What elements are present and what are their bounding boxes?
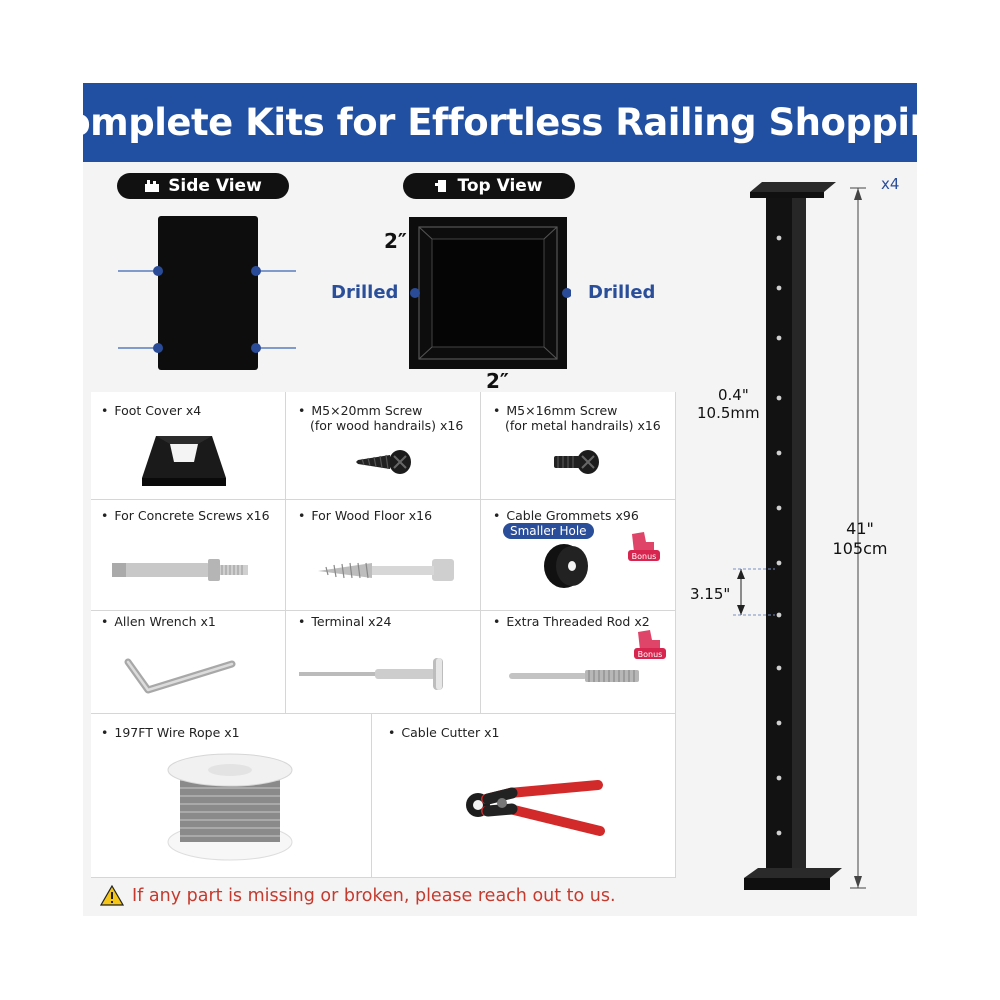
part-label-allen-wrench: •Allen Wrench x1: [101, 614, 216, 629]
top-view-drawing: [409, 217, 571, 369]
part-cell-wood-floor: [286, 500, 481, 611]
concrete-screw-image: [112, 559, 248, 581]
side-view-label: Side View: [117, 173, 289, 199]
part-cell-terminal: [286, 611, 481, 714]
warning-icon: [100, 885, 124, 906]
threaded-rod-image: [509, 670, 639, 682]
spacing-dimension-line: [733, 568, 775, 616]
side-view-icon: [145, 180, 160, 192]
part-label-cable-cutter: •Cable Cutter x1: [388, 725, 500, 740]
drilled-right-label: Drilled: [588, 282, 656, 303]
part-cell-screw-wood: [286, 392, 481, 500]
svg-text:Bonus: Bonus: [638, 650, 663, 659]
part-label-wire-rope: •197FT Wire Rope x1: [101, 725, 240, 740]
notice-text: If any part is missing or broken, please…: [132, 885, 616, 906]
wire-rope-spool-image: [167, 753, 293, 861]
top-dim-bottom: 2″: [486, 369, 509, 393]
grommet-image: [544, 544, 588, 588]
top-dim-left: 2″: [384, 229, 407, 253]
post-height-cm: 105cm: [832, 539, 888, 558]
smaller-hole-badge: Smaller Hole: [503, 523, 594, 539]
post-quantity: x4: [881, 175, 900, 193]
hole-spacing: 3.15": [690, 585, 731, 603]
svg-text:Bonus: Bonus: [632, 552, 657, 561]
part-label-grommets: •Cable Grommets x96: [493, 508, 639, 523]
hole-size-in: 0.4": [718, 386, 749, 404]
top-view-text: Top View: [457, 176, 543, 196]
post-height-in: 41": [846, 519, 874, 538]
part-cell-threaded-rod: [481, 611, 676, 714]
top-view-icon: [435, 180, 447, 192]
foot-cover-image: [142, 436, 226, 486]
allen-wrench-image: [124, 658, 236, 694]
bonus-badge-grommets: Bonus: [628, 532, 660, 561]
missing-parts-notice: If any part is missing or broken, please…: [100, 885, 616, 906]
part-label-concrete-screws: •For Concrete Screws x16: [101, 508, 270, 523]
part-cell-concrete-screws: [91, 500, 286, 611]
side-view-text: Side View: [168, 176, 262, 196]
part-cell-screw-metal: [481, 392, 676, 500]
height-dimension-line: [850, 187, 866, 889]
terminal-image: [299, 658, 443, 690]
cable-cutter-image: [466, 780, 605, 836]
part-label-screw-wood: •M5×20mm Screw (for wood handrails) x16: [298, 403, 464, 433]
drilled-left-label: Drilled: [331, 282, 399, 303]
part-cell-allen-wrench: [91, 611, 286, 714]
part-label-threaded-rod: •Extra Threaded Rod x2: [493, 614, 650, 629]
part-label-foot-cover: •Foot Cover x4: [101, 403, 202, 418]
bonus-badge-threaded-rod: Bonus: [634, 630, 666, 659]
screw-metal-image: [554, 450, 599, 474]
banner-title: Complete Kits for Effortless Railing Sho…: [38, 101, 962, 144]
hole-size-mm: 10.5mm: [697, 404, 760, 422]
wood-floor-screw-image: [318, 559, 454, 581]
part-label-terminal: •Terminal x24: [298, 614, 392, 629]
banner: Complete Kits for Effortless Railing Sho…: [39, 83, 962, 162]
post-drawing: [744, 182, 842, 890]
part-label-wood-floor: •For Wood Floor x16: [298, 508, 433, 523]
side-view-drawing: [118, 216, 296, 370]
part-label-screw-metal: •M5×16mm Screw (for metal handrails) x16: [493, 403, 661, 433]
screw-wood-image: [356, 450, 411, 474]
top-view-label: Top View: [403, 173, 575, 199]
